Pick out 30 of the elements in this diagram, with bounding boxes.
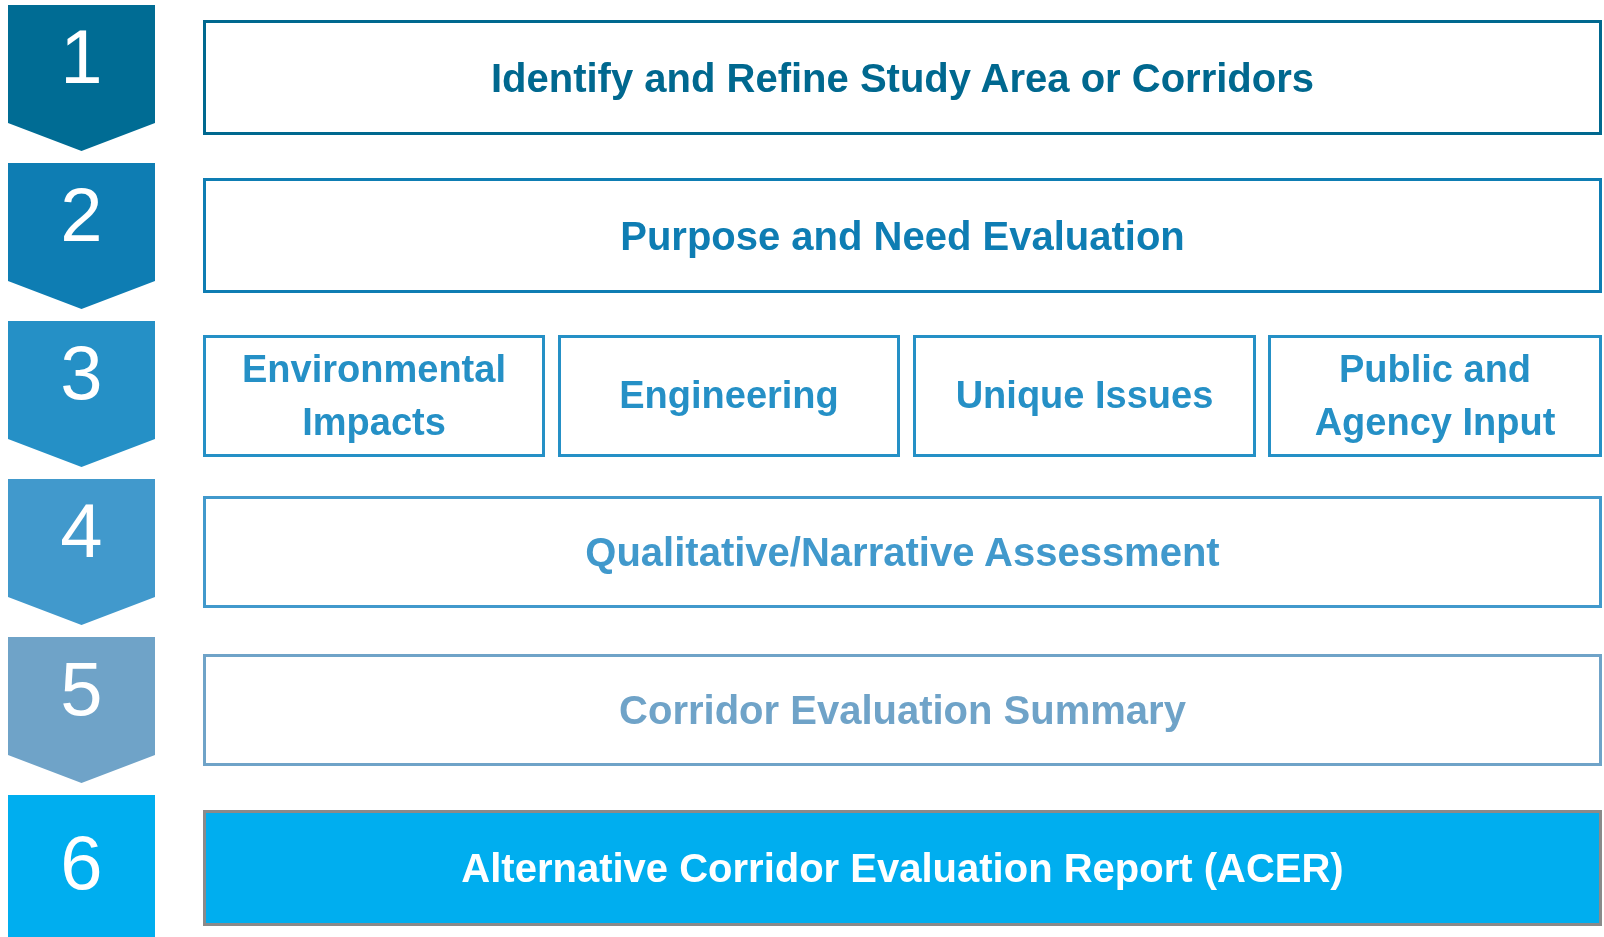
step-marker [8,795,155,937]
process-box [203,178,1602,293]
step-label: Identify and Refine Study Area or Corridors [490,54,1315,102]
step-label: Environmental Impacts [241,346,507,445]
step-label: Alternative Corridor Evaluation Report (ACER) [461,845,1344,892]
process-box [203,654,1602,766]
step-marker [8,637,155,783]
step-marker [8,321,155,467]
process-box [203,496,1602,608]
step-number: 6 [60,825,103,901]
process-box [203,335,545,457]
step-label: Qualitative/Narrative Assessment [585,529,1220,576]
step-label: Engineering [619,373,839,419]
step-number: 5 [60,651,103,727]
step-label: Unique Issues [955,373,1214,419]
step-label: Corridor Evaluation Summary [619,687,1186,734]
process-box [203,20,1602,135]
step-number: 4 [60,493,103,569]
process-box [1268,335,1602,457]
step-number: 3 [60,335,103,411]
step-marker [8,479,155,625]
step-marker [8,163,155,309]
process-box [203,810,1602,926]
step-label: Purpose and Need Evaluation [620,212,1185,260]
step-number: 1 [60,19,103,95]
step-label: Public and Agency Input [1313,346,1557,445]
process-box [913,335,1256,457]
step-marker [8,5,155,151]
step-number: 2 [60,177,103,253]
process-box [558,335,900,457]
